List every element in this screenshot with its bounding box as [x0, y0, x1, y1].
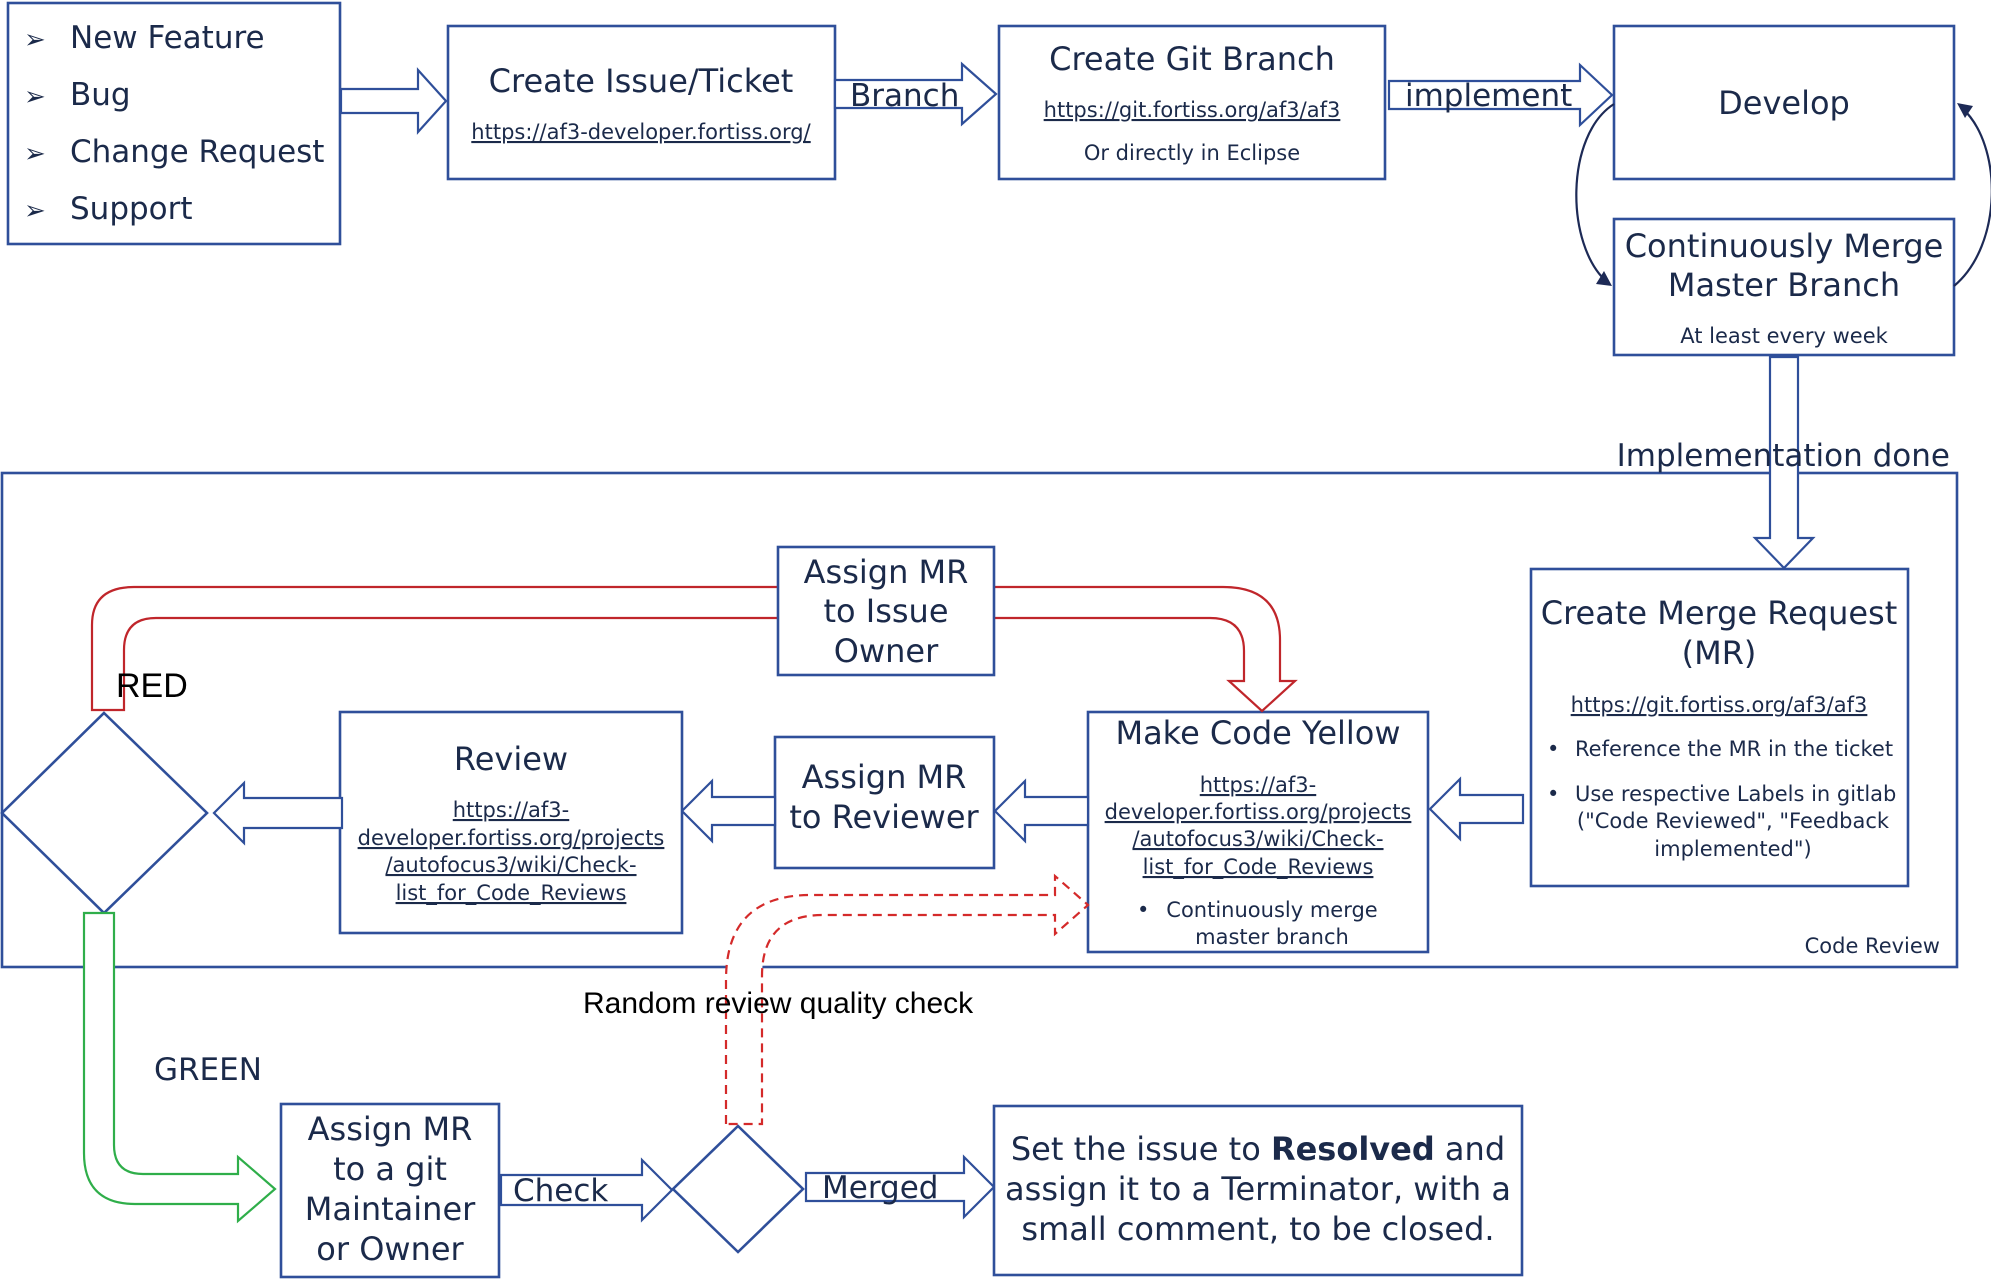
make-yellow-box [1086, 710, 1430, 954]
intake-to-issue-arrow [339, 67, 448, 135]
intake-item-support: Support [70, 191, 193, 227]
develop-title: Develop [1718, 84, 1850, 122]
create-branch-box [997, 24, 1387, 181]
merge-master-note: At least every week [1680, 324, 1888, 348]
merged-arrow-label: Merged [822, 1170, 938, 1206]
create-mr-bullet2-line1: Use respective Labels in gitlab [1575, 782, 1896, 806]
create-mr-title-line2: (MR) [1682, 634, 1757, 672]
assign-owner-line3: Owner [834, 632, 939, 670]
create-issue-box [446, 24, 837, 181]
make-yellow-title: Make Code Yellow [1115, 714, 1400, 752]
green-approve-arrow [82, 911, 277, 1224]
issue-to-branch-arrow [833, 61, 998, 127]
merge-check-diamond [671, 1124, 805, 1254]
assign-maintainer-box [279, 1102, 501, 1279]
random-quality-check-arrow [724, 873, 1090, 1126]
make-yellow-link-line4[interactable]: list_for_Code_Reviews [1143, 855, 1374, 880]
assign-reviewer-box [773, 735, 996, 870]
review-to-decision-arrow [212, 780, 344, 846]
merge-to-develop-curve [1953, 107, 1991, 287]
review-link-line4[interactable]: list_for_Code_Reviews [396, 881, 627, 906]
branch-to-develop-arrow [1387, 62, 1614, 128]
create-branch-link[interactable]: https://git.fortiss.org/af3/af3 [1044, 98, 1341, 122]
create-mr-bullet2-line2: ("Code Reviewed", "Feedback [1577, 809, 1890, 833]
mr-to-yellow-arrow [1428, 776, 1525, 842]
resolve-box [992, 1104, 1524, 1277]
review-link-line2[interactable]: developer.fortiss.org/projects [358, 826, 665, 850]
curve-arrowhead-icon [1596, 271, 1612, 286]
assign-reviewer-line1: Assign MR [802, 758, 967, 796]
review-decision-diamond [0, 711, 209, 915]
resolve-line3: small comment, to be closed. [1021, 1210, 1494, 1248]
random-check-label: Random review quality check [583, 987, 974, 1020]
make-yellow-link-line3[interactable]: /autofocus3/wiki/Check- [1132, 827, 1383, 851]
create-issue-link[interactable]: https://af3-developer.fortiss.org/ [471, 120, 811, 144]
review-link-line1[interactable]: https://af3- [453, 798, 569, 822]
arrowhead-bullet-icon: ➢ [24, 139, 46, 169]
implementation-done-label: Implementation done [1617, 438, 1950, 474]
resolve-line1-post: and [1435, 1130, 1505, 1168]
make-yellow-link-line2[interactable]: developer.fortiss.org/projects [1105, 800, 1412, 824]
assign-reviewer-to-review-arrow [680, 778, 777, 844]
assign-owner-box [776, 545, 996, 677]
create-branch-title: Create Git Branch [1049, 40, 1335, 78]
merge-master-box [1612, 217, 1956, 357]
code-review-label: Code Review [1805, 934, 1940, 958]
merge-master-title-line2: Master Branch [1668, 266, 1900, 304]
create-mr-bullet2-line3: implemented") [1654, 837, 1811, 861]
assign-maintainer-line2: to a git [333, 1150, 447, 1188]
intake-list: ➢ New Feature ➢ Bug ➢ Change Request ➢ S… [24, 20, 324, 227]
create-mr-bullet1: Reference the MR in the ticket [1575, 737, 1893, 761]
create-branch-note: Or directly in Eclipse [1084, 141, 1300, 165]
check-to-resolve-arrow [804, 1154, 996, 1220]
review-title: Review [454, 740, 568, 778]
assign-reviewer-line2: to Reviewer [789, 798, 979, 836]
code-review-frame [0, 471, 1959, 969]
resolve-line1-pre: Set the issue to [1011, 1130, 1271, 1168]
assign-owner-line1: Assign MR [804, 553, 969, 591]
merge-master-title-line1: Continuously Merge [1625, 227, 1944, 265]
implementation-done-arrow [1752, 355, 1816, 570]
curve-arrowhead-icon [1957, 103, 1973, 118]
bullet-icon: • [1137, 898, 1149, 922]
resolve-line1: Set the issue to Resolved and [1011, 1130, 1505, 1168]
create-mr-title-line1: Create Merge Request [1541, 594, 1898, 632]
review-box [338, 710, 684, 935]
make-yellow-link-line1[interactable]: https://af3- [1200, 773, 1316, 797]
create-mr-box [1529, 567, 1910, 888]
resolve-status-bold: Resolved [1271, 1130, 1435, 1168]
assign-maintainer-line1: Assign MR [308, 1110, 473, 1148]
maintainer-to-check-arrow [499, 1157, 674, 1223]
resolve-line2: assign it to a Terminator, with a [1005, 1170, 1511, 1208]
develop-box [1612, 24, 1956, 181]
intake-item-change-request: Change Request [70, 134, 324, 170]
yellow-to-assign-reviewer-arrow [993, 778, 1090, 844]
red-label: RED [116, 667, 188, 705]
intake-item-bug: Bug [70, 77, 131, 113]
intake-box [6, 1, 342, 246]
assign-owner-line2: to Issue [823, 592, 948, 630]
bullet-icon: • [1547, 782, 1559, 806]
assign-maintainer-line4: or Owner [316, 1230, 464, 1268]
make-yellow-bullet-line1: Continuously merge [1166, 898, 1377, 922]
red-feedback-arrow [90, 585, 1298, 713]
review-link-line3[interactable]: /autofocus3/wiki/Check- [385, 853, 636, 877]
implement-arrow-label: implement [1405, 78, 1572, 114]
develop-to-merge-curve [1575, 103, 1615, 283]
branch-arrow-label: Branch [850, 78, 959, 114]
intake-item-new-feature: New Feature [70, 20, 265, 56]
check-arrow-label: Check [513, 1173, 608, 1209]
green-label: GREEN [154, 1052, 262, 1088]
make-yellow-bullet-line2: master branch [1195, 925, 1349, 949]
assign-maintainer-line3: Maintainer [305, 1190, 476, 1228]
arrowhead-bullet-icon: ➢ [24, 82, 46, 112]
create-mr-link[interactable]: https://git.fortiss.org/af3/af3 [1571, 693, 1868, 717]
arrowhead-bullet-icon: ➢ [24, 196, 46, 226]
bullet-icon: • [1547, 737, 1559, 761]
arrowhead-bullet-icon: ➢ [24, 25, 46, 55]
create-issue-title: Create Issue/Ticket [489, 62, 794, 100]
